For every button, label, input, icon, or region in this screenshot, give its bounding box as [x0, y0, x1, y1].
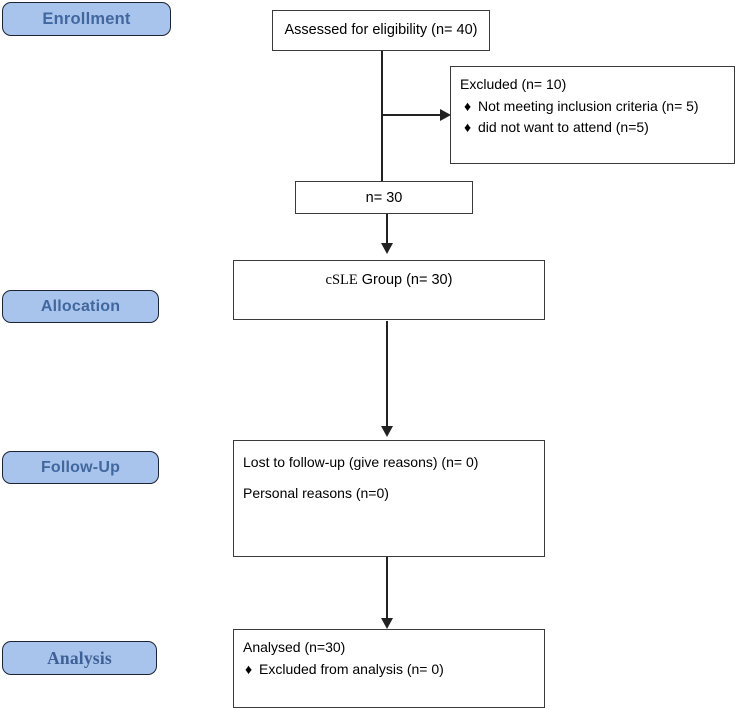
- diamond-bullet-icon: ♦: [464, 98, 472, 114]
- arrowhead-analysis: [381, 618, 393, 629]
- box-excluded: Excluded (n= 10) ♦ Not meeting inclusion …: [450, 66, 735, 164]
- box-lost-to-followup-line2: Personal reasons (n=0): [243, 485, 389, 501]
- box-excluded-item-0-text: Not meeting inclusion criteria (n= 5): [478, 98, 699, 114]
- connector-enrolled-to-group: [386, 214, 388, 247]
- box-analysed-item-0: ♦ Excluded from analysis (n= 0): [245, 661, 538, 677]
- stage-label-follow-up-text: Follow-Up: [40, 458, 121, 476]
- box-excluded-title: Excluded (n= 10): [460, 76, 567, 92]
- stage-label-analysis-text: Analysis: [47, 647, 112, 668]
- box-analysed-title: Analysed (n=30): [243, 639, 346, 655]
- stage-label-follow-up: Follow-Up: [2, 451, 159, 484]
- box-csle-group-prefix: cSLE: [325, 272, 358, 288]
- arrowhead-followup: [381, 426, 393, 437]
- box-analysed-item-0-text: Excluded from analysis (n= 0): [259, 661, 444, 677]
- box-excluded-item-1-text: did not want to attend (n=5): [478, 119, 649, 135]
- box-excluded-item-0: ♦ Not meeting inclusion criteria (n= 5): [464, 98, 728, 114]
- diamond-bullet-icon: ♦: [245, 661, 253, 677]
- box-enrolled-count: n= 30: [295, 181, 473, 214]
- box-lost-to-followup-line1: Lost to follow-up (give reasons) (n= 0): [243, 454, 479, 470]
- connector-group-to-followup: [386, 321, 388, 430]
- connector-followup-to-analysis: [386, 557, 388, 622]
- box-excluded-item-1: ♦ did not want to attend (n=5): [464, 119, 728, 135]
- box-csle-group: cSLE Group (n= 30): [233, 260, 545, 320]
- connector-excluded-branch: [381, 114, 444, 116]
- box-assessed-for-eligibility: Assessed for eligibility (n= 40): [272, 10, 490, 51]
- box-csle-group-title: cSLE Group (n= 30): [234, 272, 544, 289]
- stage-label-allocation-text: Allocation: [40, 297, 121, 315]
- stage-label-enrollment: Enrollment: [2, 2, 171, 36]
- box-assessed-title: Assessed for eligibility (n= 40): [284, 22, 478, 38]
- box-lost-to-followup: Lost to follow-up (give reasons) (n= 0) …: [233, 440, 545, 557]
- connector-assessed-trunk: [381, 51, 383, 182]
- arrowhead-group: [381, 243, 393, 254]
- stage-label-allocation: Allocation: [2, 290, 159, 323]
- box-analysed: Analysed (n=30) ♦ Excluded from analysis …: [233, 629, 545, 708]
- stage-label-analysis: Analysis: [2, 641, 157, 675]
- diamond-bullet-icon: ♦: [464, 119, 472, 135]
- arrowhead-excluded: [440, 109, 451, 121]
- box-csle-group-suffix: Group (n= 30): [357, 272, 453, 288]
- stage-label-enrollment-text: Enrollment: [42, 9, 131, 28]
- box-enrolled-count-title: n= 30: [365, 190, 403, 206]
